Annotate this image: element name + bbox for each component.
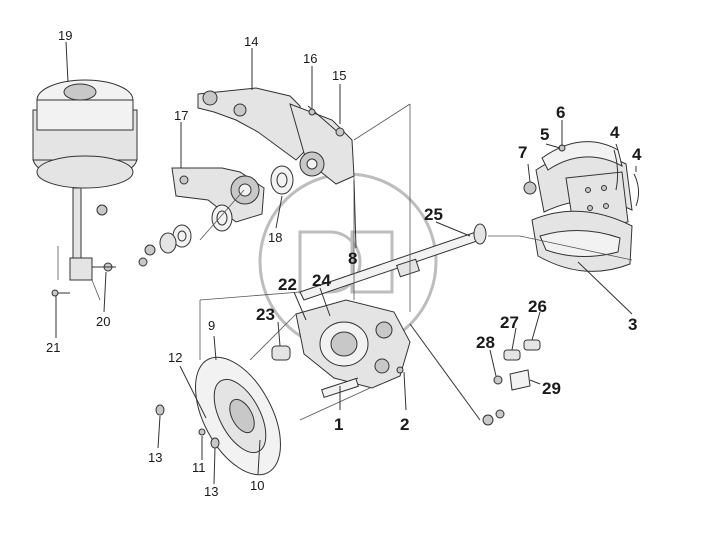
- label-20: 20: [96, 314, 110, 329]
- label-10: 10: [250, 478, 264, 493]
- label-29: 29: [542, 379, 561, 398]
- label-2: 2: [400, 415, 409, 434]
- assembly-lines: [57, 103, 633, 421]
- clevis-parts: [409, 323, 541, 426]
- callout-labels: 19 14 16 15 17 18 8 25 22 24 23 1 2 6 5 …: [46, 28, 642, 499]
- label-14: 14: [244, 34, 258, 49]
- label-13-right: 13: [204, 484, 218, 499]
- label-11: 11: [192, 460, 206, 475]
- leader-lines: [55, 41, 637, 485]
- washers: [138, 165, 294, 267]
- label-7: 7: [518, 143, 527, 162]
- label-28: 28: [476, 333, 495, 352]
- label-4-lower: 4: [632, 145, 642, 164]
- label-15: 15: [332, 68, 346, 83]
- label-12: 12: [168, 350, 182, 365]
- label-17: 17: [174, 108, 188, 123]
- label-1: 1: [334, 415, 343, 434]
- slack-adjuster: [171, 167, 265, 223]
- chamber-bracket: [197, 82, 355, 185]
- label-16: 16: [303, 51, 317, 66]
- label-4-upper: 4: [610, 123, 620, 142]
- label-3: 3: [628, 315, 637, 334]
- brake-chamber: [32, 79, 138, 297]
- label-8: 8: [348, 249, 357, 268]
- label-6: 6: [556, 103, 565, 122]
- label-13-left: 13: [148, 450, 162, 465]
- camshaft: [299, 223, 487, 301]
- label-5: 5: [540, 125, 549, 144]
- brake-spider: [271, 299, 411, 398]
- label-21: 21: [46, 340, 60, 355]
- label-26: 26: [528, 297, 547, 316]
- label-22: 22: [278, 275, 297, 294]
- brake-shoes: [523, 120, 640, 272]
- label-25: 25: [424, 205, 443, 224]
- label-19: 19: [58, 28, 72, 43]
- label-18: 18: [268, 230, 282, 245]
- label-9: 9: [208, 318, 215, 333]
- label-23: 23: [256, 305, 275, 324]
- label-24: 24: [312, 271, 331, 290]
- fasteners: [155, 404, 220, 449]
- label-27: 27: [500, 313, 519, 332]
